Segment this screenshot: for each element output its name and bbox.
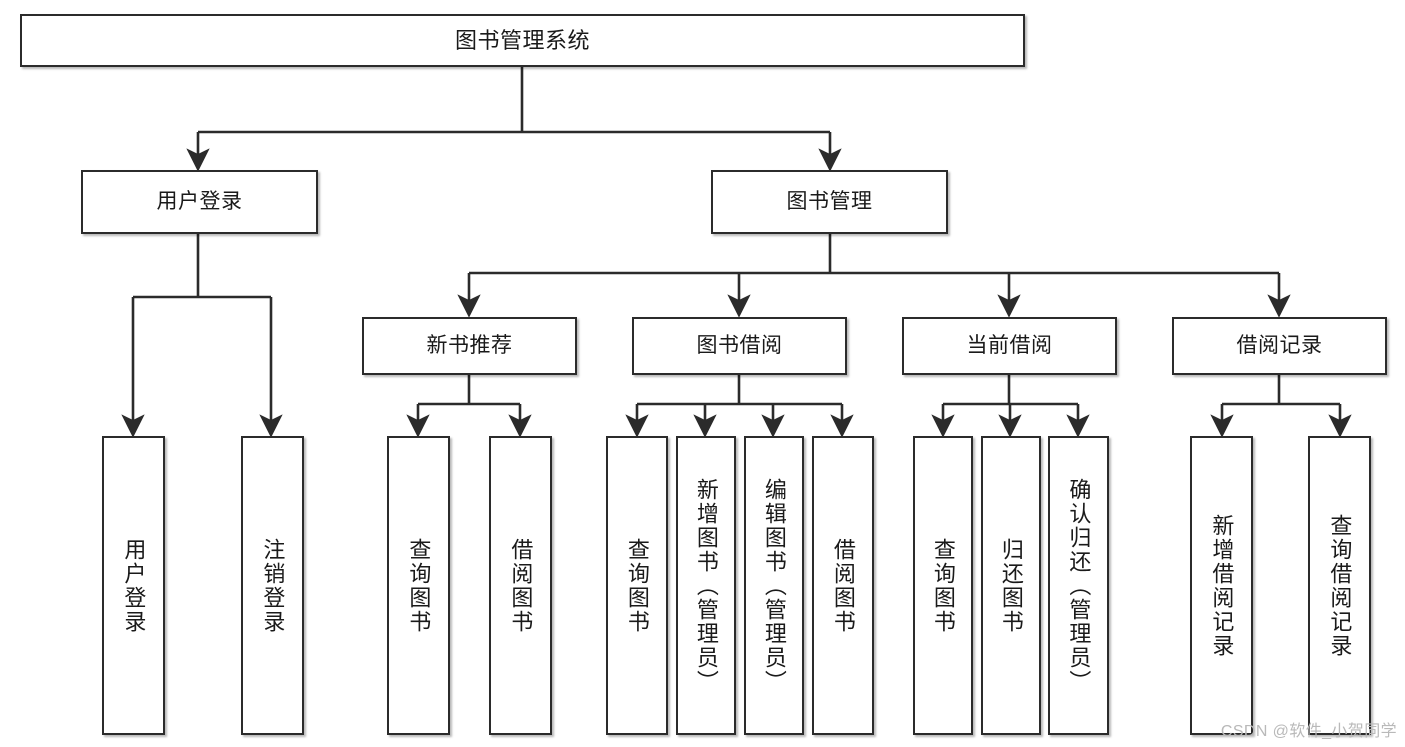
node-label: 查询图书 <box>406 537 432 634</box>
node-label: 查询借阅记录 <box>1327 513 1353 658</box>
node-user-login[interactable]: 用户登录 <box>81 170 318 234</box>
node-book-borrow[interactable]: 图书借阅 <box>632 317 847 375</box>
node-leaf-user-login[interactable]: 用户登录 <box>102 436 165 735</box>
node-leaf-borrow-book-recommend[interactable]: 借阅图书 <box>489 436 552 735</box>
node-borrow-record[interactable]: 借阅记录 <box>1172 317 1387 375</box>
node-label: 图书管理系统 <box>454 27 590 53</box>
node-leaf-return-book[interactable]: 归还图书 <box>981 436 1041 735</box>
node-leaf-edit-book-admin[interactable]: 编辑图书（管理员） <box>744 436 804 735</box>
node-leaf-borrow-book[interactable]: 借阅图书 <box>812 436 874 735</box>
node-label: 新书推荐 <box>426 333 513 357</box>
node-label: 借阅图书 <box>830 537 856 634</box>
node-label: 图书管理 <box>786 189 873 213</box>
node-leaf-confirm-return-admin[interactable]: 确认归还（管理员） <box>1048 436 1109 735</box>
node-leaf-add-book-admin[interactable]: 新增图书（管理员） <box>676 436 736 735</box>
node-label: 确认归还（管理员） <box>1066 477 1092 694</box>
node-label: 新增图书（管理员） <box>693 477 719 694</box>
node-leaf-query-book-recommend[interactable]: 查询图书 <box>387 436 450 735</box>
node-leaf-query-book-borrow[interactable]: 查询图书 <box>606 436 668 735</box>
node-label: 编辑图书（管理员） <box>761 477 787 694</box>
node-current-borrow[interactable]: 当前借阅 <box>902 317 1117 375</box>
node-leaf-logout[interactable]: 注销登录 <box>241 436 304 735</box>
node-label: 用户登录 <box>156 189 243 213</box>
node-label: 当前借阅 <box>966 333 1053 357</box>
node-label: 查询图书 <box>930 537 956 634</box>
node-label: 归还图书 <box>998 537 1024 634</box>
node-label: 借阅记录 <box>1236 333 1323 357</box>
csdn-watermark: CSDN @软件_小贺同学 <box>1220 723 1397 740</box>
node-leaf-query-borrow-record[interactable]: 查询借阅记录 <box>1308 436 1371 735</box>
node-label: 查询图书 <box>624 537 650 634</box>
node-leaf-add-borrow-record[interactable]: 新增借阅记录 <box>1190 436 1253 735</box>
node-leaf-query-book-current[interactable]: 查询图书 <box>913 436 973 735</box>
node-label: 借阅图书 <box>508 537 534 634</box>
node-root-book-management-system[interactable]: 图书管理系统 <box>20 14 1025 67</box>
node-label: 注销登录 <box>260 537 286 634</box>
node-label: 用户登录 <box>121 537 147 634</box>
node-book-management[interactable]: 图书管理 <box>711 170 948 234</box>
node-new-book-recommend[interactable]: 新书推荐 <box>362 317 577 375</box>
node-label: 图书借阅 <box>696 333 783 357</box>
node-label: 新增借阅记录 <box>1209 513 1235 658</box>
